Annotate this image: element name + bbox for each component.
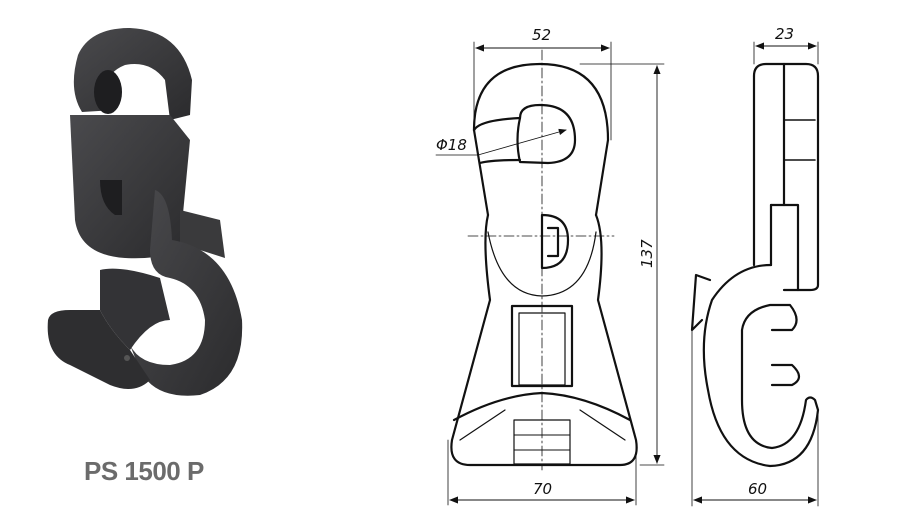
dim-top-width-52: 52 — [532, 26, 551, 44]
side-view — [690, 62, 820, 468]
dim-side-width-23: 23 — [775, 25, 794, 43]
product-name-label: PS 1500 P — [84, 456, 204, 486]
dim-hole-diameter-18: Φ18 — [436, 136, 467, 154]
dim-height-137: 137 — [638, 239, 656, 268]
dim-side-bottom-width-60: 60 — [748, 480, 767, 498]
front-view — [450, 62, 638, 467]
dim-bottom-width-70: 70 — [533, 480, 552, 498]
product-photo — [47, 28, 243, 396]
